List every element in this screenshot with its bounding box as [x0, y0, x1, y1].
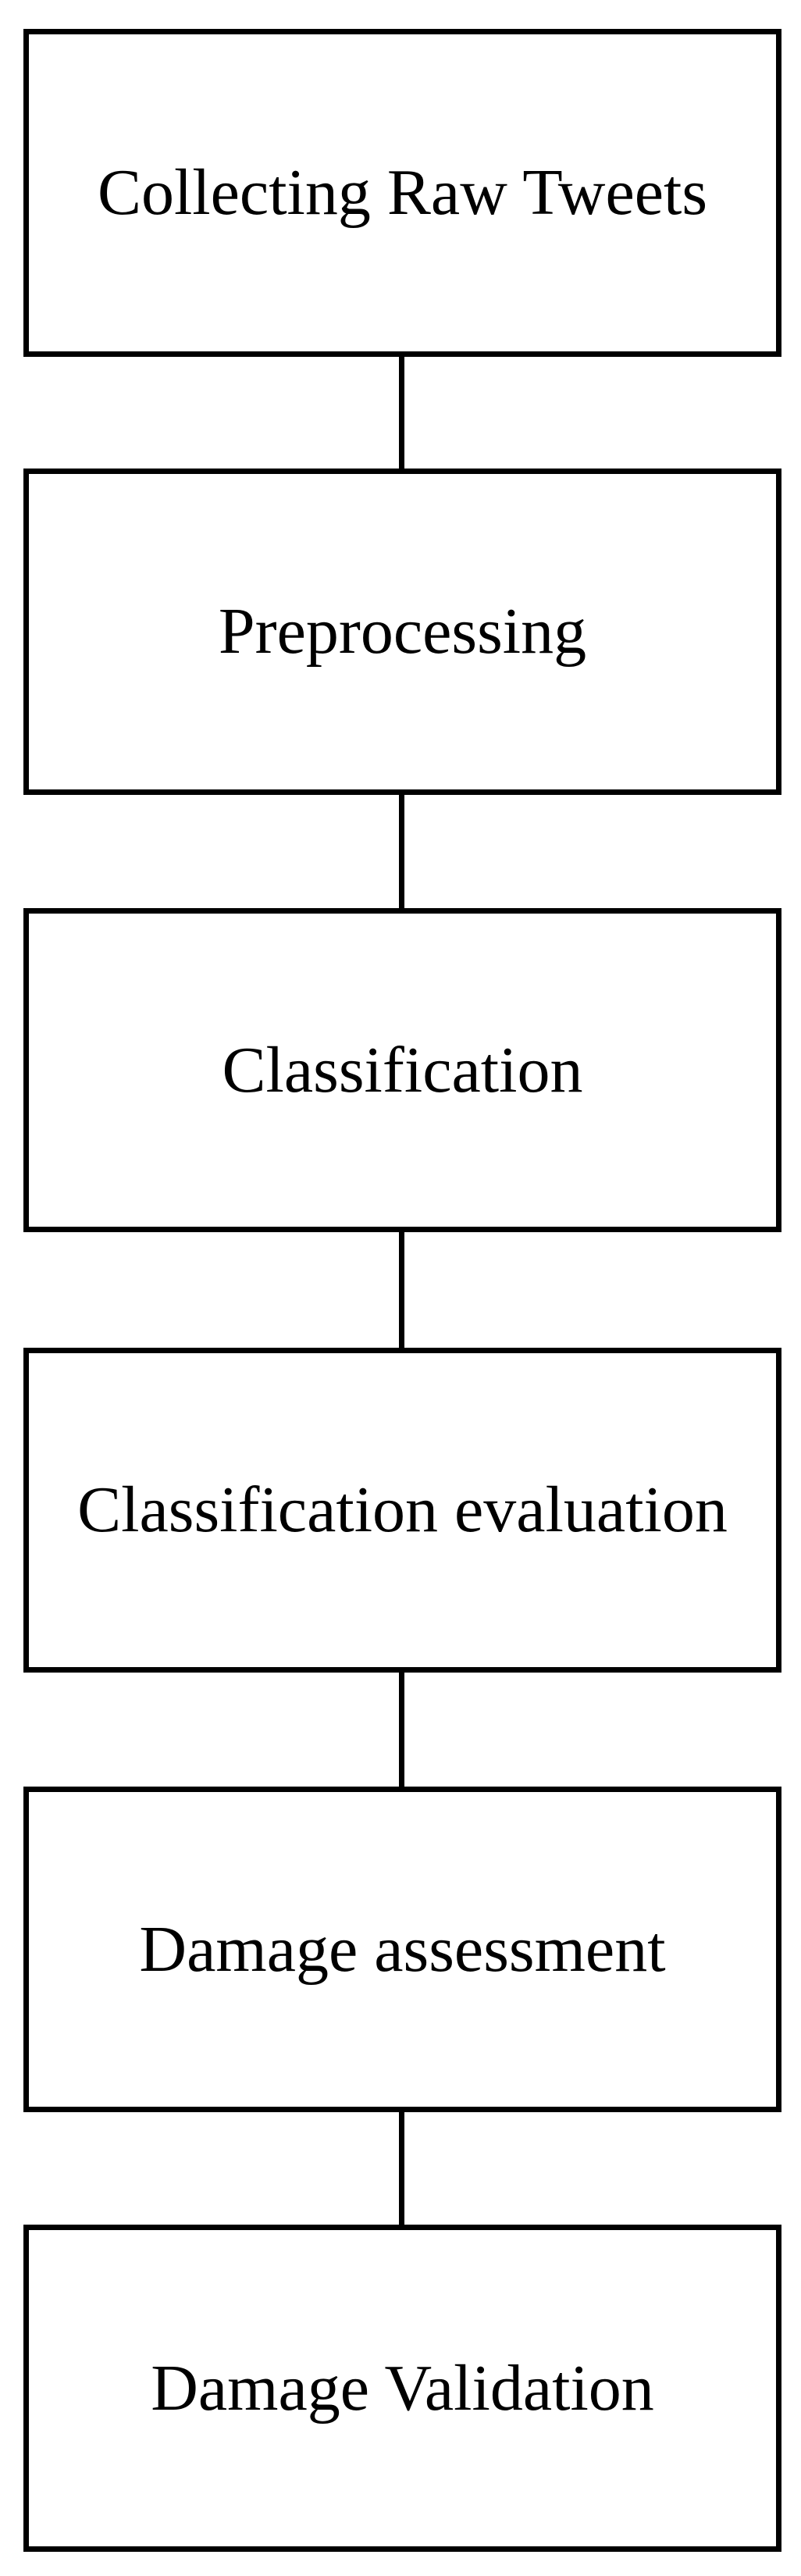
flow-step-label: Preprocessing	[218, 595, 587, 668]
connector-line-5	[399, 2107, 404, 2232]
connector-line-2	[399, 789, 404, 915]
flow-step-damage-assessment: Damage assessment	[23, 1787, 781, 2112]
flow-step-classification-evaluation: Classification evaluation	[23, 1348, 781, 1673]
flow-step-label: Classification	[222, 1033, 583, 1106]
flow-step-preprocessing: Preprocessing	[23, 469, 781, 795]
connector-line-4	[399, 1667, 404, 1794]
flow-step-collecting-raw-tweets: Collecting Raw Tweets	[23, 29, 781, 357]
flow-step-label: Collecting Raw Tweets	[97, 156, 708, 229]
flow-step-label: Damage Validation	[151, 2351, 654, 2425]
flow-step-damage-validation: Damage Validation	[23, 2225, 781, 2552]
flow-step-label: Damage assessment	[139, 1912, 666, 1986]
connector-line-1	[399, 351, 404, 476]
flow-step-classification: Classification	[23, 908, 781, 1232]
connector-line-3	[399, 1226, 404, 1356]
flow-step-label: Classification evaluation	[77, 1473, 728, 1546]
